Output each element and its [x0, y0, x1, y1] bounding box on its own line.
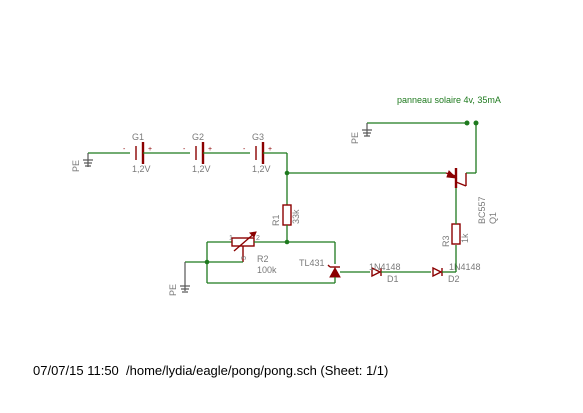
- battery-g2-name: G2: [192, 132, 204, 142]
- battery-g1-value: 1,2V: [132, 164, 151, 174]
- battery-g2-value: 1,2V: [192, 164, 211, 174]
- resistor-r1-name: R1: [271, 214, 281, 226]
- pe-label-top: PE: [350, 132, 360, 144]
- resistor-r3: R3 1k: [441, 188, 470, 272]
- transistor-q1: BC557 Q1: [445, 168, 498, 224]
- pe-label-bottom: PE: [168, 284, 178, 296]
- potentiometer-pin1: 1: [229, 235, 233, 242]
- potentiometer-ground: PE: [168, 261, 207, 296]
- battery-g1-minus: -: [123, 146, 126, 153]
- diode-d2-name: D2: [448, 274, 460, 284]
- battery-g2: G2 1,2V - +: [183, 132, 250, 174]
- potentiometer-pin2: 2: [256, 235, 260, 242]
- potentiometer-r2-name: R2: [257, 254, 269, 264]
- battery-g2-plus: +: [208, 146, 212, 153]
- battery-g3-minus: -: [243, 146, 246, 153]
- diode-d1: 1N4148 D1: [369, 262, 431, 284]
- shunt-regulator-tl431: TL431: [299, 242, 370, 283]
- diode-d1-value: 1N4148: [369, 262, 401, 272]
- diode-d2: 1N4148 D2: [432, 262, 481, 284]
- solar-panel-ground: PE: [350, 122, 467, 144]
- pe-label-left: PE: [71, 160, 81, 172]
- tl431-name: TL431: [299, 258, 325, 268]
- battery-ground: PE: [71, 152, 130, 172]
- battery-g1: G1 1,2V - +: [123, 132, 190, 174]
- potentiometer-r2-value: 100k: [257, 265, 277, 275]
- battery-g3-name: G3: [252, 132, 264, 142]
- resistor-r3-name: R3: [441, 235, 451, 247]
- diode-d2-value: 1N4148: [449, 262, 481, 272]
- battery-g3: G3 1,2V - +: [243, 132, 288, 205]
- potentiometer-pin3: 3: [241, 256, 248, 260]
- emitter-wire: [284, 170, 446, 176]
- battery-g3-plus: +: [268, 146, 272, 153]
- diode-d1-name: D1: [387, 274, 399, 284]
- battery-g1-name: G1: [132, 132, 144, 142]
- sheet-footer: 07/07/15 11:50 /home/lydia/eagle/pong/po…: [33, 363, 389, 378]
- transistor-q1-name: Q1: [488, 212, 498, 224]
- resistor-r1: R1 33k: [271, 204, 301, 245]
- potentiometer-r2: 1 2 3 R2 100k: [204, 231, 335, 283]
- battery-g1-plus: +: [148, 146, 152, 153]
- solar-panel-note: panneau solaire 4v, 35mA: [397, 95, 501, 105]
- resistor-r1-value: 33k: [291, 209, 301, 224]
- battery-g2-minus: -: [183, 146, 186, 153]
- solar-panel-terminals: [464, 120, 479, 174]
- battery-g3-value: 1,2V: [252, 164, 271, 174]
- transistor-q1-value: BC557: [477, 196, 487, 224]
- resistor-r3-value: 1k: [460, 233, 470, 243]
